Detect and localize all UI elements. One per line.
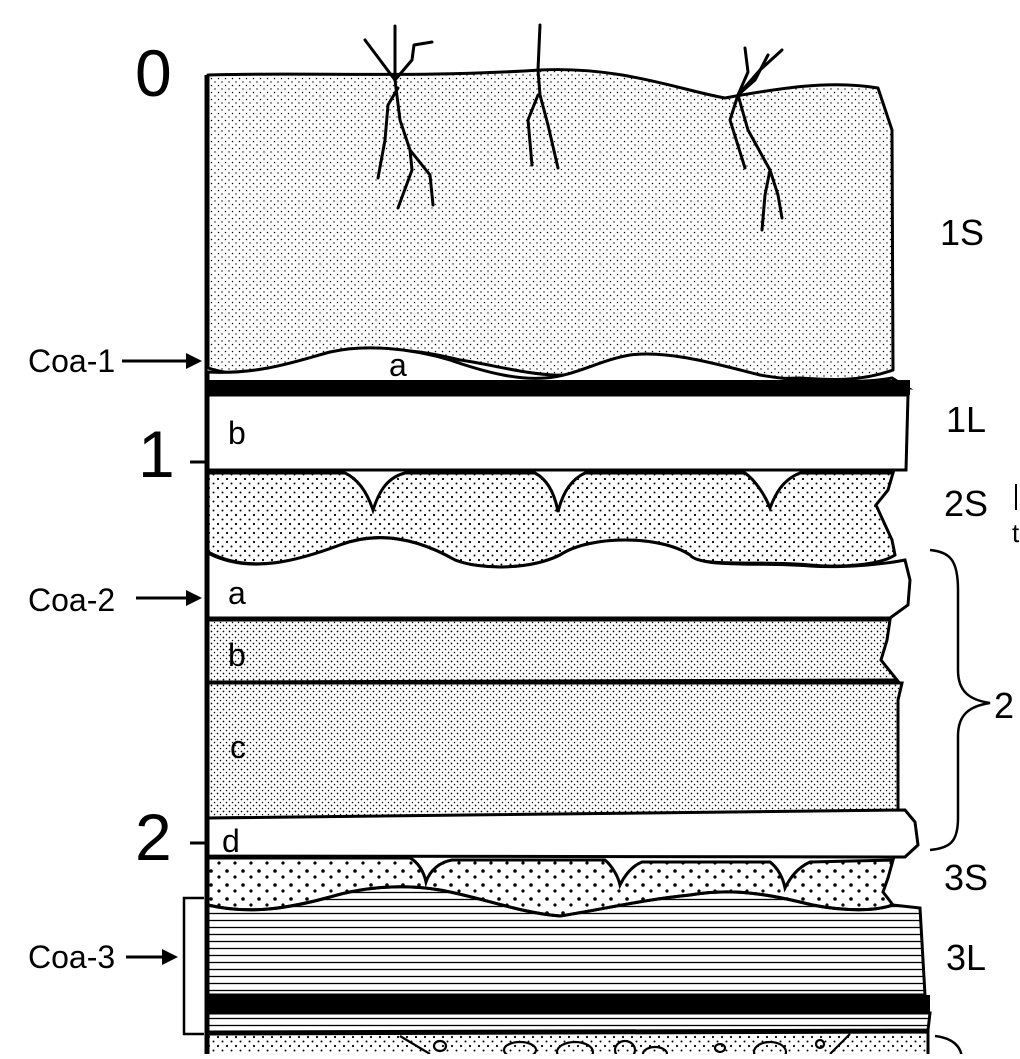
layer-1s (206, 68, 895, 382)
layer-1l-b (206, 393, 910, 472)
depth-label-0: 0 (135, 36, 172, 110)
unit-label-1l: 1L (946, 399, 986, 440)
layer-conglomerate (206, 1030, 930, 1059)
bottom-brace-partial (934, 1034, 964, 1059)
coa-1-arrow (122, 353, 202, 369)
layer-2s (206, 471, 897, 569)
layer-3l-black-band (206, 995, 930, 1013)
unit-label-3s: 3S (944, 857, 988, 898)
unit-label-2s: 2S (944, 483, 988, 524)
layer-2d (206, 808, 920, 859)
coa-1-label: Coa-1 (28, 343, 115, 379)
sublayer-label-2c: c (230, 729, 246, 765)
sublayer-label-2a: a (228, 575, 246, 611)
sublayer-label-2d: d (222, 823, 240, 859)
coa-2-label: Coa-2 (28, 582, 115, 618)
unit-2-brace (929, 548, 991, 852)
sublayer-label-1b: b (228, 415, 246, 451)
layer-2c (206, 681, 904, 820)
depth-label-1: 1 (138, 417, 175, 491)
layer-3l (206, 885, 927, 997)
root-traces (363, 23, 784, 232)
layer-1l-black-band (206, 380, 910, 395)
unit-label-1s: 1S (940, 212, 984, 253)
layer-2a (206, 536, 912, 620)
layer-2b (206, 618, 901, 684)
coa-2-arrow (136, 590, 202, 606)
unit-label-2: 2 (994, 685, 1014, 726)
layer-1l-lens-a (206, 346, 914, 390)
coa-3-arrow (126, 949, 178, 965)
unit-label-3l: 3L (946, 937, 986, 978)
layer-3l-lower (206, 1011, 932, 1034)
coa-3-label: Coa-3 (28, 939, 115, 975)
unit-label-2s-clipped-glyph: t (1012, 518, 1020, 548)
sublayer-label-2b: b (228, 637, 246, 673)
coa-3-bracket (182, 896, 204, 1036)
sublayer-label-1a: a (389, 347, 407, 383)
depth-label-2: 2 (135, 800, 172, 874)
